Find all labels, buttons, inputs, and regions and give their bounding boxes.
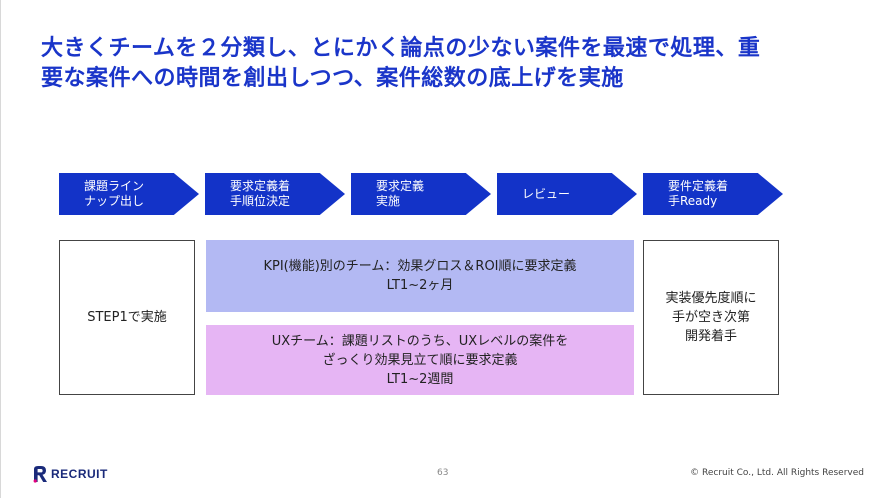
page-number: 63 — [437, 468, 449, 478]
step1-box: STEP1で実施 — [59, 240, 195, 395]
flow-step-1: 課題ライン ナップ出し — [59, 173, 199, 215]
ux-team-box: UXチーム：課題リストのうち、UXレベルの案件を ざっくり効果見立て順に要求定義… — [206, 325, 634, 395]
recruit-logo-icon — [33, 466, 47, 483]
flow-step-5: 要件定義着 手Ready — [643, 173, 783, 215]
development-start-box: 実装優先度順に 手が空き次第 開発着手 — [643, 240, 779, 395]
flow-step-4: レビュー — [497, 173, 637, 215]
flow-step-3: 要求定義 実施 — [351, 173, 491, 215]
copyright-notice: © Recruit Co., Ltd. All Rights Reserved — [690, 468, 864, 478]
recruit-logo-text: RECRUIT — [51, 467, 108, 481]
kpi-team-box: KPI(機能)別のチーム：効果グロス＆ROI順に要求定義 LT1~2ヶ月 — [206, 240, 634, 312]
slide-title: 大きくチームを２分類し、とにかく論点の少ない案件を最速で処理、重 要な案件への時… — [41, 36, 761, 91]
recruit-logo: RECRUIT — [32, 465, 108, 483]
flow-step-2: 要求定義着 手順位決定 — [205, 173, 345, 215]
